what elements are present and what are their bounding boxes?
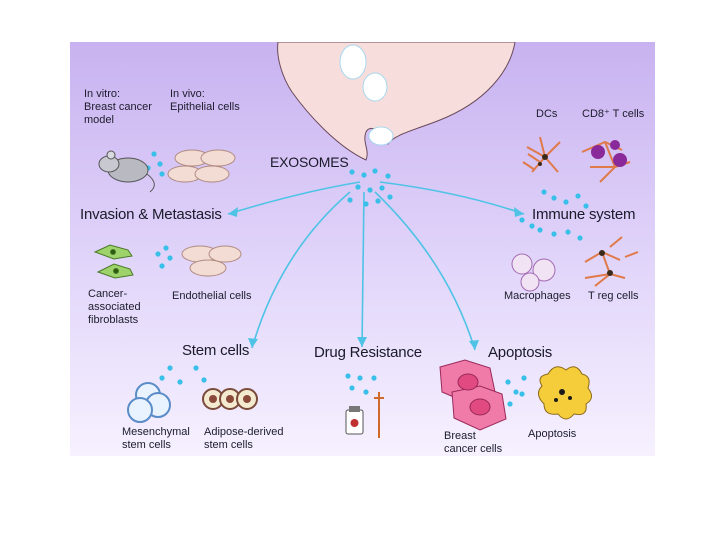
exosome-dot xyxy=(513,389,519,395)
exosome-dot xyxy=(529,223,535,229)
exosome-vesicle xyxy=(362,72,388,102)
arrow-apoptosis xyxy=(374,191,476,351)
exosome-dot xyxy=(385,173,391,179)
immune-system-title: Immune system xyxy=(532,206,636,223)
treg-label: T reg cells xyxy=(588,290,639,302)
exosome-dot xyxy=(367,187,373,193)
adipose-stem-cells-icon xyxy=(202,388,258,410)
dendritic-cells-icon xyxy=(522,136,561,173)
exosome-dot xyxy=(193,365,199,371)
adipose-label: Adipose-derived stem cells xyxy=(204,426,284,451)
arrow-stem xyxy=(251,191,351,349)
exosome-dot xyxy=(159,171,165,177)
exosome-dot xyxy=(537,227,543,233)
diagram-artwork xyxy=(93,42,639,438)
dcs-label: DCs xyxy=(536,108,558,120)
exosome-dot xyxy=(363,389,369,395)
exosome-dot xyxy=(155,251,161,257)
exosome-dot xyxy=(541,189,547,195)
exosome-dot xyxy=(375,198,381,204)
t-reg-cells-icon xyxy=(584,236,639,287)
fibroblast-icon xyxy=(93,244,134,279)
epithelial-cells-icon xyxy=(167,149,236,183)
exosome-dot xyxy=(157,161,163,167)
exosome-vesicle xyxy=(339,44,367,80)
arrowheads xyxy=(228,207,524,350)
exosome-dot xyxy=(519,391,525,397)
mesenchymal-stem-cells-icon xyxy=(127,382,171,423)
exosome-dot xyxy=(371,375,377,381)
breast-cancer-cells-icon xyxy=(439,359,507,431)
exosome-dot xyxy=(151,151,157,157)
exosome-dot xyxy=(361,172,367,178)
exosome-dot xyxy=(521,375,527,381)
exosome-dot xyxy=(345,373,351,379)
in-vitro-label: In vitro: Breast cancer model xyxy=(84,88,152,126)
arrow-immune xyxy=(379,181,525,215)
caf-label: Cancer- associated fibroblasts xyxy=(88,288,141,326)
arrows xyxy=(227,181,525,351)
exosome-dot xyxy=(177,379,183,385)
exosome-dot xyxy=(355,184,361,190)
exosome-dot xyxy=(379,185,385,191)
exosome-dot xyxy=(372,168,378,174)
exosome-dot xyxy=(159,375,165,381)
exosome-dot xyxy=(357,375,363,381)
cd8-t-cells-icon xyxy=(581,140,631,183)
apoptosis-title: Apoptosis xyxy=(488,344,553,361)
apoptotic-cell-icon xyxy=(538,366,592,420)
exosome-vesicle xyxy=(368,126,394,146)
macrophages-icon xyxy=(511,253,556,292)
exosome-dot xyxy=(349,385,355,391)
exosomes-title: EXOSOMES xyxy=(270,154,349,170)
exosome-dot xyxy=(551,231,557,237)
source-cell xyxy=(277,42,516,161)
exosome-dot xyxy=(577,235,583,241)
in-vivo-label: In vivo: Epithelial cells xyxy=(170,88,240,113)
drug-vial-icon xyxy=(345,406,364,435)
exosome-dot xyxy=(551,195,557,201)
mouse-icon xyxy=(98,150,155,193)
stem-cells-title: Stem cells xyxy=(182,342,250,359)
exosome-dot xyxy=(349,169,355,175)
exosome-dot xyxy=(167,365,173,371)
exosome-dot xyxy=(565,229,571,235)
invasion-metastasis-title: Invasion & Metastasis xyxy=(80,206,222,223)
breast-cancer-label: Breast cancer cells xyxy=(444,430,503,455)
arrow-drug xyxy=(361,191,365,348)
exosome-dot xyxy=(347,197,353,203)
exosome-dot xyxy=(163,245,169,251)
macrophages-label: Macrophages xyxy=(504,290,571,302)
exosome-dot xyxy=(519,217,525,223)
exosome-dot xyxy=(201,377,207,383)
exosome-dot xyxy=(505,379,511,385)
exosome-dot xyxy=(507,401,513,407)
exosome-dot xyxy=(575,193,581,199)
exosome-dot xyxy=(167,255,173,261)
syringe-icon xyxy=(374,392,384,438)
drug-resistance-title: Drug Resistance xyxy=(314,344,422,361)
apoptosis-cell-label: Apoptosis xyxy=(528,428,577,440)
endothelial-cells-icon xyxy=(181,245,242,277)
exosome-diagram: EXOSOMES Invasion & Metastasis Immune sy… xyxy=(70,42,655,456)
exosome-dot xyxy=(387,194,393,200)
mesenchymal-label: Mesenchymal stem cells xyxy=(122,426,190,451)
endothelial-label: Endothelial cells xyxy=(172,290,252,302)
exosome-dot xyxy=(583,203,589,209)
cd8-label: CD8⁺ T cells xyxy=(582,108,645,120)
exosome-dot xyxy=(159,263,165,269)
arrow-invasion xyxy=(227,181,361,215)
exosome-dot xyxy=(563,199,569,205)
exosome-dot xyxy=(363,201,369,207)
